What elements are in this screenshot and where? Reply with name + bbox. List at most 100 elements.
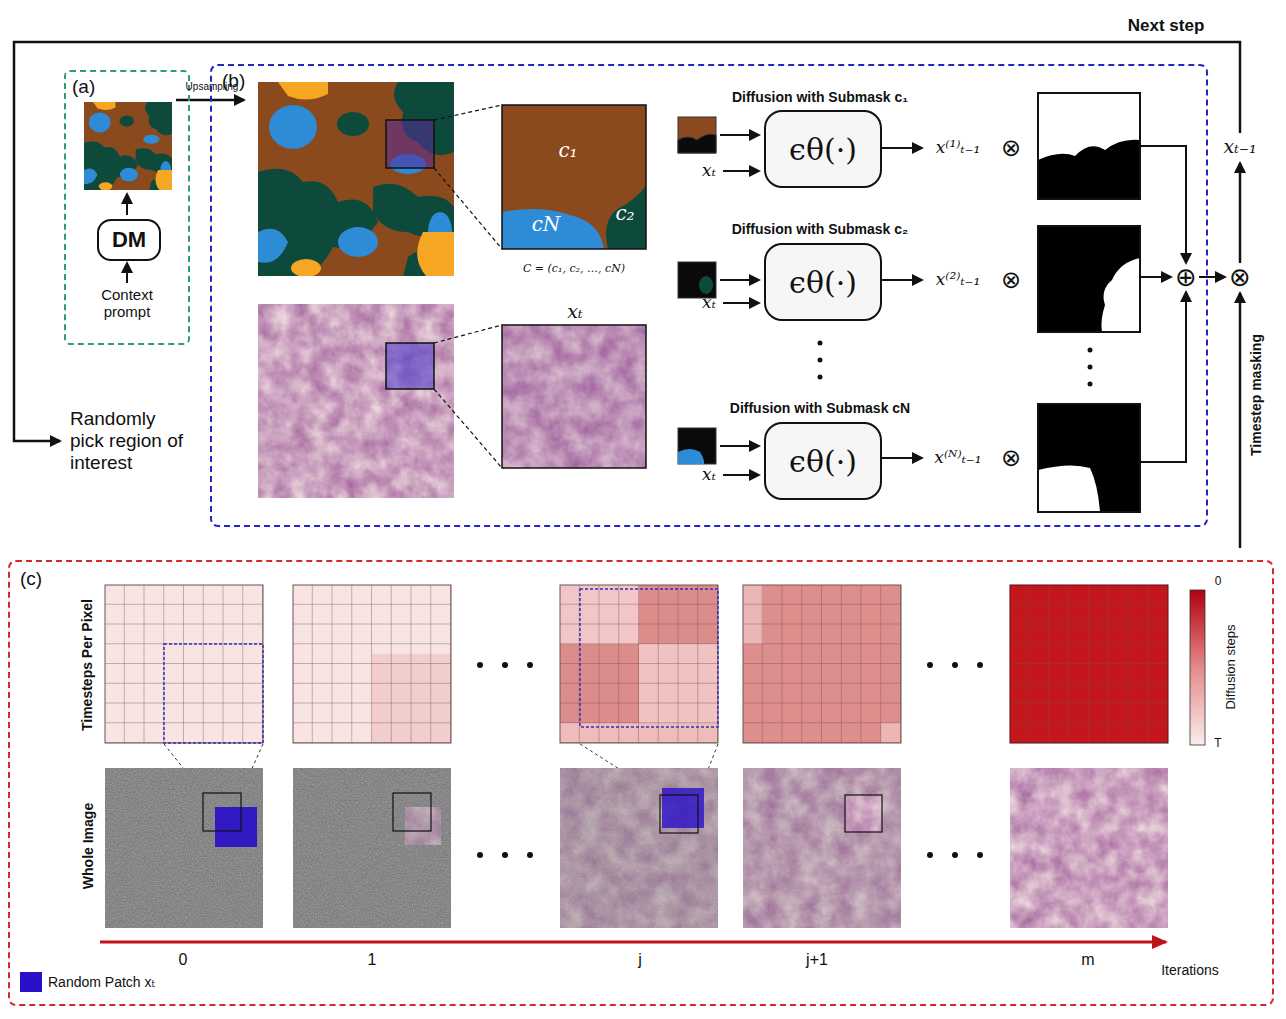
merge-lines-part bbox=[1239, 293, 1242, 548]
whole-image bbox=[293, 768, 451, 928]
row-title: Diffusion with Submask c₂ bbox=[732, 221, 909, 237]
whole-image-part bbox=[560, 768, 718, 928]
timestep-grid-part bbox=[1010, 585, 1168, 743]
panel-c: (c) bbox=[8, 560, 1274, 1006]
patch-symbol: xₜ bbox=[567, 301, 582, 323]
zoom-tissue-part bbox=[502, 325, 646, 468]
input-arrows-part bbox=[882, 457, 922, 459]
binary-masks-part bbox=[1038, 93, 1140, 199]
ellipsis-dots bbox=[477, 662, 983, 858]
vertical-dots-part bbox=[818, 341, 823, 346]
binary-masks-part bbox=[1038, 226, 1140, 332]
timestep-grid-part bbox=[293, 585, 451, 743]
output-symbol: x⁽²⁾ₜ₋₁ bbox=[936, 270, 981, 290]
multiply-symbol: ⊗ bbox=[1001, 268, 1021, 292]
binary-masks-part bbox=[1101, 258, 1140, 332]
legend-text: Random Patch xₜ bbox=[48, 974, 156, 990]
merge-lines-part bbox=[1140, 292, 1186, 462]
whole-image bbox=[743, 768, 901, 928]
iteration-number: j bbox=[638, 951, 642, 969]
whole-image-part bbox=[560, 768, 718, 928]
row-axis-label: Timesteps Per Pixel bbox=[79, 599, 95, 731]
submask-thumbs-part bbox=[678, 428, 716, 464]
binary-masks bbox=[1038, 93, 1140, 512]
timestep-grid-part bbox=[560, 585, 718, 743]
iteration-number: 1 bbox=[368, 951, 377, 969]
denoiser-box: ϵθ(·) bbox=[764, 110, 882, 188]
input-arrows-part bbox=[720, 279, 759, 281]
class-label: c₂ bbox=[615, 202, 634, 225]
binary-masks-part bbox=[1038, 465, 1100, 512]
multiply-symbol: ⊗ bbox=[1001, 446, 1021, 470]
step-note: Randomly pick region of interest bbox=[70, 408, 185, 474]
input-arrows-part bbox=[723, 474, 759, 476]
zoom-mask-part bbox=[502, 209, 604, 249]
denoiser-box: ϵθ(·) bbox=[764, 243, 882, 321]
timestep-grid bbox=[293, 585, 451, 743]
dm-box: DM bbox=[97, 219, 161, 261]
vertical-dots-part bbox=[818, 358, 823, 363]
binary-masks-part bbox=[1038, 93, 1140, 199]
prompt-label: Context prompt bbox=[87, 286, 167, 321]
timestep-grid-part bbox=[560, 585, 718, 743]
big-mask-part bbox=[386, 120, 434, 168]
zoom-lines-part bbox=[434, 105, 502, 120]
vertical-dots-part bbox=[818, 375, 823, 380]
timestep-grid bbox=[560, 585, 718, 743]
zoom-tissue bbox=[502, 325, 646, 468]
zoom-mask-part bbox=[502, 105, 646, 249]
ellipsis-dots-part bbox=[502, 662, 508, 668]
timestep-grid-part bbox=[105, 585, 263, 743]
ellipsis-dots-part bbox=[952, 852, 958, 858]
binary-masks-part bbox=[1038, 404, 1140, 512]
output-symbol: xₜ₋₁ bbox=[1223, 136, 1256, 158]
input-arrows-part bbox=[723, 170, 759, 172]
colorbar-tick: T bbox=[1214, 737, 1221, 751]
ellipsis-dots-part bbox=[477, 852, 483, 858]
input-arrows-part bbox=[720, 134, 759, 136]
iteration-number: m bbox=[1081, 951, 1094, 969]
colorbar-tick: 0 bbox=[1215, 575, 1222, 589]
vertical-dots-part bbox=[1088, 348, 1093, 353]
zoom-mask bbox=[502, 105, 646, 249]
binary-masks-part bbox=[1038, 404, 1140, 512]
timestep-grid bbox=[1010, 585, 1168, 743]
input-symbol: xₜ bbox=[702, 161, 716, 181]
row-title: Diffusion with Submask c₁ bbox=[732, 89, 908, 105]
box-text: DM bbox=[112, 227, 146, 253]
input-arrows-part bbox=[882, 147, 922, 149]
binary-masks-part bbox=[1038, 140, 1140, 199]
legend-swatch bbox=[20, 972, 42, 992]
ellipsis-dots-part bbox=[477, 662, 483, 668]
arrow-label: Timestep masking bbox=[1248, 334, 1264, 456]
zoom-lines-part bbox=[434, 168, 502, 249]
zoom-lines-part bbox=[434, 389, 502, 468]
output-symbol: x⁽¹⁾ₜ₋₁ bbox=[936, 138, 981, 158]
multiply-symbol: ⊗ bbox=[1229, 264, 1251, 290]
colorbar bbox=[1190, 590, 1205, 745]
dm-arrows-part bbox=[126, 194, 128, 215]
ellipsis-dots-part bbox=[527, 852, 533, 858]
vertical-dots bbox=[818, 341, 1093, 387]
whole-image bbox=[105, 768, 263, 928]
iteration-number: 0 bbox=[179, 951, 188, 969]
timestep-grid-part bbox=[1010, 585, 1168, 743]
timestep-grid-part bbox=[105, 585, 263, 743]
whole-image-part bbox=[215, 807, 257, 847]
ellipsis-dots-part bbox=[977, 852, 983, 858]
ellipsis-dots-part bbox=[927, 852, 933, 858]
submask-thumbs-part bbox=[699, 276, 713, 294]
colorbar-part bbox=[1190, 590, 1205, 745]
timestep-grid bbox=[743, 585, 901, 743]
ellipsis-dots-part bbox=[502, 852, 508, 858]
whole-image-part bbox=[845, 795, 882, 832]
whole-image-part bbox=[743, 768, 901, 928]
timestep-grid-part bbox=[743, 585, 901, 743]
zoom-mask-part bbox=[606, 185, 646, 249]
whole-image-part bbox=[405, 807, 441, 845]
whole-image-part bbox=[660, 795, 698, 833]
ellipsis-dots-part bbox=[527, 662, 533, 668]
tissue-image-part bbox=[386, 343, 434, 389]
class-label: cN bbox=[532, 213, 561, 236]
